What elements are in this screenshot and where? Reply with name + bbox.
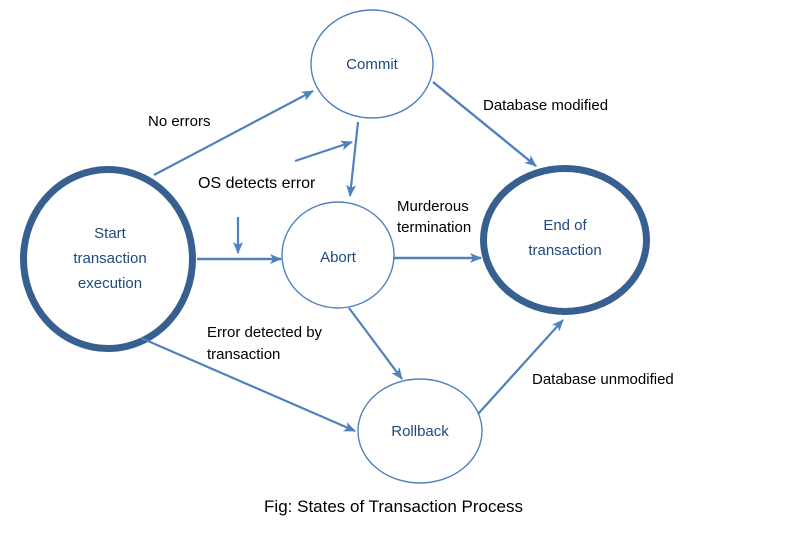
commit-state-label: Commit <box>346 56 398 73</box>
edge-commit-to-abort <box>346 121 360 197</box>
no-errors-label: No errors <box>148 113 211 130</box>
rollback-state-label: Rollback <box>391 423 449 440</box>
end-state-label: End of transaction <box>528 217 602 259</box>
edge-start-to-rollback <box>140 336 356 433</box>
start-state-circle <box>20 166 196 352</box>
database-unmodified-label: Database unmodified <box>532 371 674 388</box>
figure-caption: Fig: States of Transaction Process <box>264 497 523 516</box>
os-detects-error-label: OS detects error <box>198 175 316 192</box>
edge-start-to-commit <box>153 90 314 176</box>
edge-abort-to-rollback <box>348 307 403 380</box>
commit-state-circle <box>310 9 434 119</box>
abort-state-circle <box>281 201 395 309</box>
start-state-label: Start transaction execution <box>73 225 147 292</box>
error-detected-by-transaction-label: Error detected by transaction <box>207 324 323 363</box>
end-state-circle <box>480 165 650 315</box>
rollback-state-circle <box>357 378 483 484</box>
abort-state-label: Abort <box>320 249 356 266</box>
os-error-annotation-arrow-diagonal <box>294 140 353 163</box>
database-modified-label: Database modified <box>483 97 609 114</box>
edge-commit-to-end <box>432 81 537 167</box>
edge-rollback-to-end <box>477 319 564 415</box>
murderous-termination-label: Murderous termination <box>397 198 472 236</box>
